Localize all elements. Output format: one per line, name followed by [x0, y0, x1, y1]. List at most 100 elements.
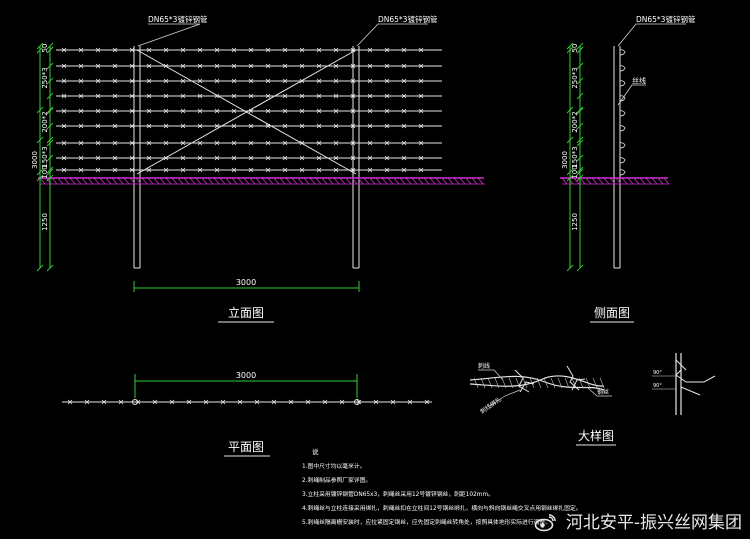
dim-tick: [46, 92, 54, 100]
front-wire-barb: [299, 108, 305, 114]
dim-tick: [36, 264, 44, 272]
ground-hatch-stroke: [111, 177, 118, 185]
side-wire-clip: [619, 169, 626, 176]
ground-hatch-stroke: [471, 177, 478, 185]
front-wire-barb: [214, 108, 220, 114]
front-wire-barb: [248, 155, 254, 161]
front-wire-barb: [316, 63, 322, 69]
plan-barb: [407, 399, 413, 405]
front-wire-barb: [146, 93, 152, 99]
dim-tick: [46, 168, 54, 176]
front-wire-barb: [197, 167, 203, 173]
detail-view: 刺线 钢丝 刺线绑扎 90° 90° 大样图: [469, 353, 716, 446]
front-wire-barb: [333, 140, 339, 146]
front-wire-barb: [78, 47, 84, 53]
front-wire-barb: [401, 155, 407, 161]
front-wire-barb: [367, 140, 373, 146]
dim-tick: [566, 168, 574, 176]
front-wire-barb: [401, 93, 407, 99]
front-wire-barb: [384, 78, 390, 84]
front-wire-barb: [180, 167, 186, 173]
front-wire-barb: [214, 47, 220, 53]
front-wire-barb: [61, 108, 67, 114]
side-elevation-view: DN65*3镀锌钢管 丝线 3000 50 250*3 200*2 150*3 …: [560, 14, 696, 323]
side-leader-wire: [617, 84, 646, 106]
ground-hatch-stroke: [147, 177, 154, 185]
detail-angle-b: 90°: [653, 383, 662, 389]
front-wire-barb: [248, 93, 254, 99]
note-line-2: 2.刺绳制品参照厂家详图。: [302, 476, 371, 484]
ground-hatch-stroke: [255, 177, 262, 185]
ground-hatch-stroke: [105, 177, 112, 185]
front-wire-barb: [265, 93, 271, 99]
front-dim-width: 3000: [236, 278, 256, 287]
front-wire-barb: [95, 140, 101, 146]
detail-twist-mark: [536, 377, 542, 389]
detail-twist-mark: [543, 377, 549, 389]
front-ground-hatch: [39, 177, 485, 185]
ground-hatch-stroke: [603, 177, 610, 185]
ground-hatch-stroke: [441, 177, 448, 185]
front-wire-barb: [197, 63, 203, 69]
detail-twist-mark: [557, 377, 563, 389]
ground-hatch-stroke: [243, 177, 250, 185]
front-wire-barb: [214, 63, 220, 69]
front-wire-barb: [316, 93, 322, 99]
ground-hatch-stroke: [219, 177, 226, 185]
design-notes: 说 1.图中尺寸均以毫米计。 2.刺绳制品参照厂家详图。 3.立柱采用镀锌钢管D…: [302, 447, 582, 526]
front-wire-barb: [180, 123, 186, 129]
front-wire-barb: [163, 140, 169, 146]
ground-hatch-stroke: [177, 177, 184, 185]
dim-tick: [576, 122, 584, 130]
front-wire-barb: [231, 123, 237, 129]
front-wire-barb: [112, 123, 118, 129]
ground-hatch-stroke: [309, 177, 316, 185]
front-wire-barb: [384, 63, 390, 69]
side-dim-seg-100: 100: [571, 165, 579, 178]
front-dim-ticks: [36, 42, 54, 272]
front-wire-barb: [231, 93, 237, 99]
front-wire-barb: [61, 123, 67, 129]
detail-twist-mark: [473, 377, 479, 389]
front-wire-barb: [78, 108, 84, 114]
detail-view-title: 大样图: [578, 428, 614, 443]
front-wire-barb: [112, 108, 118, 114]
front-wire-barb: [384, 108, 390, 114]
front-wire-barb: [350, 63, 356, 69]
plan-barb: [67, 399, 73, 405]
front-wire-barb: [129, 63, 135, 69]
ground-hatch-stroke: [399, 177, 406, 185]
front-wire-barb: [350, 123, 356, 129]
front-leader-left: [137, 23, 201, 47]
front-wire-barb: [265, 155, 271, 161]
front-post-label-right: DN65*3镀锌钢管: [378, 14, 438, 24]
front-wire-barb: [95, 93, 101, 99]
side-wire-clip: [619, 157, 626, 164]
front-wire-barb: [95, 123, 101, 129]
front-wire-barb: [112, 155, 118, 161]
front-wire-barb: [112, 167, 118, 173]
front-wire-barb: [299, 123, 305, 129]
ground-hatch-stroke: [225, 177, 232, 185]
ground-hatch-stroke: [51, 177, 58, 185]
plan-barb: [390, 399, 396, 405]
front-wire-barb: [197, 155, 203, 161]
front-diagonal-brace-b: [136, 49, 357, 175]
front-wire-barb: [95, 108, 101, 114]
dim-tick: [576, 166, 584, 174]
ground-hatch-stroke: [129, 177, 136, 185]
ground-hatch-stroke: [171, 177, 178, 185]
ground-hatch-stroke: [81, 177, 88, 185]
detail-bracket-lower: [680, 386, 701, 396]
front-wire-barb: [384, 93, 390, 99]
front-wire-barb: [231, 108, 237, 114]
ground-hatch-stroke: [201, 177, 208, 185]
front-wire-barb: [367, 123, 373, 129]
front-wire-barb: [401, 167, 407, 173]
ground-hatch-stroke: [429, 177, 436, 185]
front-wire-barb: [146, 140, 152, 146]
ground-hatch-stroke: [231, 177, 238, 185]
dim-tick: [576, 62, 584, 70]
front-wire-barb: [112, 93, 118, 99]
